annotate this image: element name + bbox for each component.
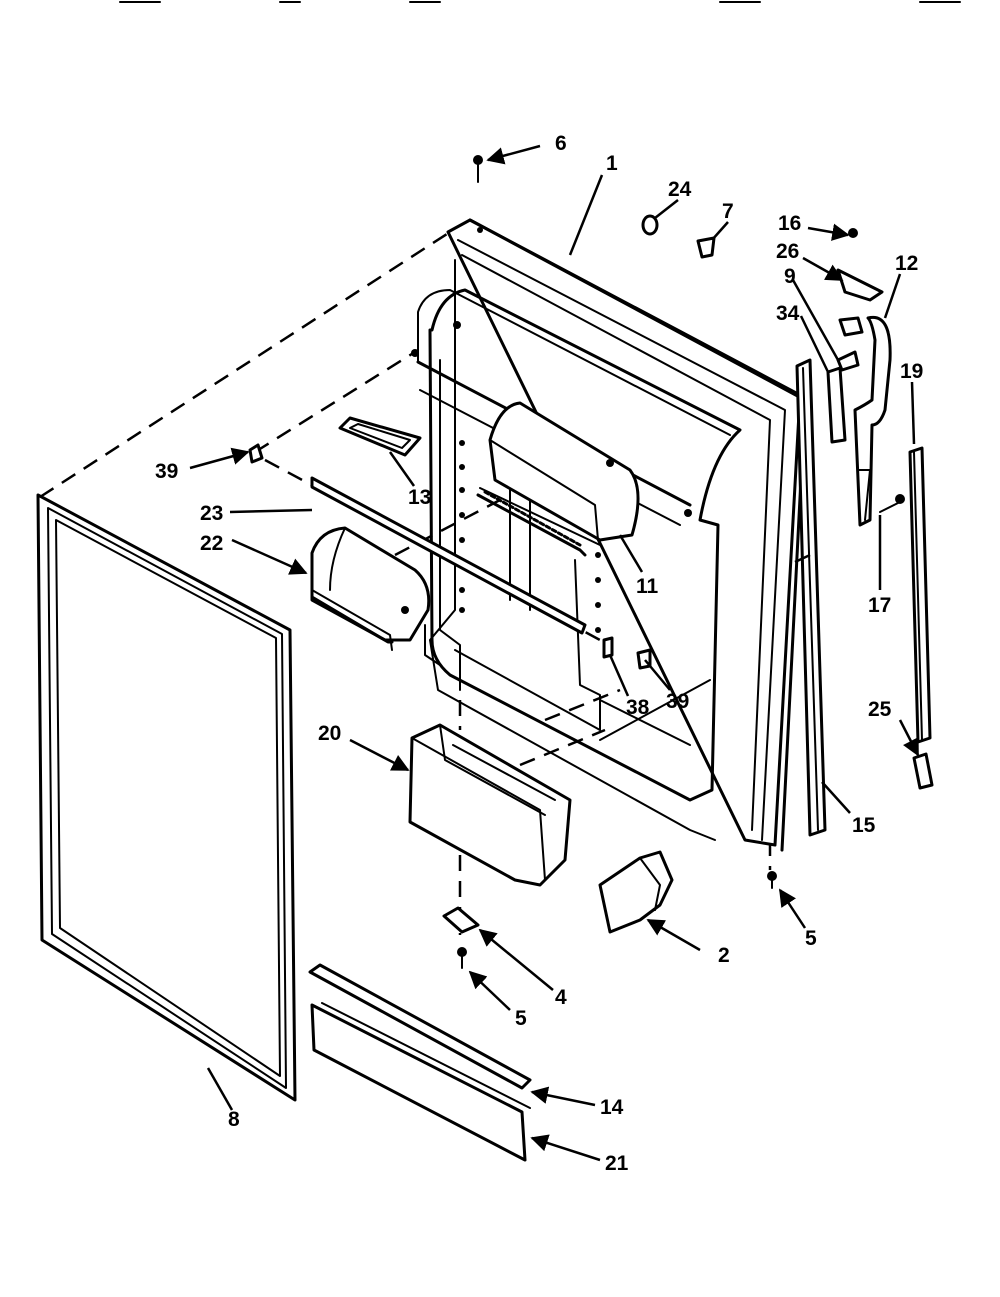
small-hardware — [248, 155, 716, 670]
label-19: 19 — [900, 360, 923, 383]
door-gasket — [36, 493, 297, 1102]
label-38: 38 — [626, 696, 650, 719]
part-labels: 6 1 24 7 16 26 12 9 34 19 39 13 23 22 11… — [155, 132, 923, 1175]
label-11: 11 — [636, 575, 659, 598]
label-5-right: 5 — [805, 927, 817, 950]
side-trim-strip — [795, 358, 827, 837]
label-7: 7 — [722, 200, 734, 223]
door-handle — [853, 315, 892, 527]
label-20: 20 — [318, 722, 341, 745]
label-26: 26 — [776, 240, 799, 263]
small-frame — [338, 416, 422, 457]
label-17: 17 — [868, 594, 891, 617]
label-12: 12 — [895, 252, 918, 275]
label-16: 16 — [778, 212, 801, 235]
label-22: 22 — [200, 532, 223, 555]
label-13: 13 — [408, 486, 431, 509]
grille-21 — [310, 1002, 531, 1162]
lower-trim-14 — [308, 963, 532, 1090]
label-6-top: 6 — [555, 132, 567, 155]
label-23: 23 — [200, 502, 223, 525]
label-14: 14 — [600, 1096, 624, 1119]
label-8: 8 — [228, 1108, 240, 1131]
label-5-left: 5 — [515, 1007, 527, 1030]
lower-door-bin — [408, 723, 572, 887]
upper-door-bin — [476, 401, 640, 557]
label-24: 24 — [668, 178, 692, 201]
label-21: 21 — [605, 1152, 629, 1175]
label-34: 34 — [776, 302, 800, 325]
label-25: 25 — [868, 698, 892, 721]
handle-screw — [879, 494, 905, 513]
door-stop-bracket — [598, 850, 674, 934]
hinge-parts — [826, 228, 884, 444]
label-1: 1 — [606, 152, 618, 175]
right-trim-strip — [908, 446, 932, 744]
label-39-left: 39 — [155, 460, 178, 483]
dairy-bin — [310, 526, 431, 651]
label-2: 2 — [718, 944, 730, 967]
shelf-bar — [310, 476, 587, 635]
label-9: 9 — [784, 265, 796, 288]
lower-hinge-parts — [442, 871, 777, 969]
leader-lines — [189, 144, 920, 1162]
label-15: 15 — [852, 814, 876, 837]
label-4: 4 — [555, 986, 567, 1009]
label-39-right: 39 — [666, 690, 689, 713]
trim-end-cap — [912, 752, 934, 790]
